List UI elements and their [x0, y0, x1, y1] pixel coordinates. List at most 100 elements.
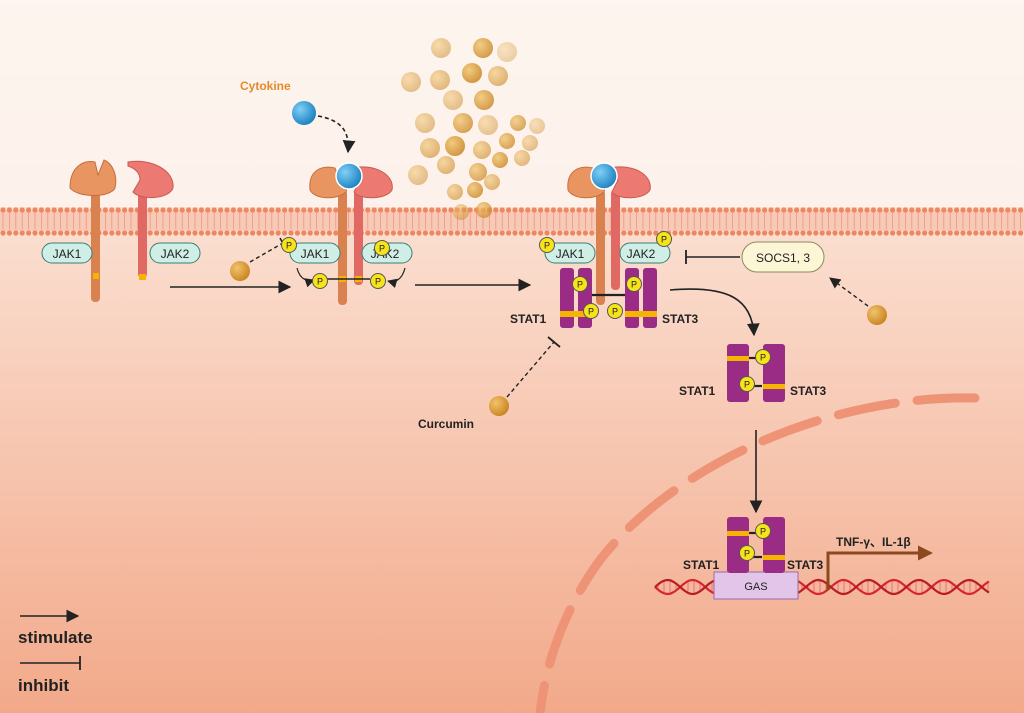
curcumin-particle-cloud-11 — [478, 115, 498, 135]
svg-text:P: P — [317, 277, 323, 287]
extracellular-space — [0, 0, 1024, 207]
jak1-label-2: JAK1 — [301, 247, 330, 261]
curcumin-socs-arrow — [829, 277, 869, 307]
svg-text:P: P — [744, 549, 750, 559]
phosphate-marker-13: P — [739, 545, 755, 561]
phosphate-marker-0: P — [281, 237, 297, 253]
curcumin-particle-3 — [867, 305, 887, 325]
jak1-box-1 — [41, 242, 93, 264]
jak2-label-3: JAK2 — [627, 247, 656, 261]
stat1-label-3: STAT1 — [683, 558, 720, 572]
curcumin-particle-cloud-23 — [514, 150, 530, 166]
receptor-pair-bound: JAK1 JAK2 — [289, 162, 413, 305]
phosphate-marker-8: P — [626, 276, 642, 292]
jak2-label-1: JAK2 — [161, 247, 190, 261]
socs-box — [741, 241, 825, 273]
curcumin-particle-cloud-1 — [473, 38, 493, 58]
receptor-pair-unbound: JAK1 JAK2 — [41, 159, 201, 302]
legend: stimulate inhibit — [18, 609, 93, 695]
cytokine-label: Cytokine — [240, 79, 291, 93]
curcumin-particle-cloud-9 — [415, 113, 435, 133]
cytokine-molecule — [292, 101, 316, 125]
transcription-arrow — [826, 545, 933, 590]
svg-text:P: P — [631, 280, 637, 290]
svg-text:P: P — [661, 235, 667, 245]
svg-text:P: P — [744, 380, 750, 390]
inhibit-dashed-1 — [249, 242, 284, 263]
curcumin-particle-cloud-13 — [529, 118, 545, 134]
jak2-box-3 — [619, 242, 671, 264]
curcumin-particle-cloud-7 — [443, 90, 463, 110]
legend-inhibit-label: inhibit — [18, 676, 69, 695]
curcumin-particle-cloud-2 — [497, 42, 517, 62]
curcumin-particle-cloud-24 — [447, 184, 463, 200]
curcumin-particle-cloud-18 — [522, 135, 538, 151]
curcumin-particle-cloud-28 — [476, 202, 492, 218]
curcumin-particle-cloud-14 — [420, 138, 440, 158]
stat1-label-2: STAT1 — [679, 384, 716, 398]
curcumin-particle-cloud-21 — [469, 163, 487, 181]
svg-text:P: P — [286, 241, 292, 251]
curcumin-particle-cloud-20 — [437, 156, 455, 174]
phosphate-marker-1: P — [374, 240, 390, 256]
stimulate-arrow-3 — [669, 288, 760, 337]
gas-label: GAS — [744, 581, 767, 593]
jak1-label-1: JAK1 — [53, 247, 82, 261]
stat3-label-3: STAT3 — [787, 558, 824, 572]
phosphate-marker-9: P — [607, 303, 623, 319]
curcumin-particle-cloud-19 — [408, 165, 428, 185]
nuclear-envelope — [535, 393, 980, 713]
curcumin-particle-cloud-10 — [453, 113, 473, 133]
curcumin-particle-cloud-3 — [401, 72, 421, 92]
phosphate-marker-5: P — [656, 231, 672, 247]
target-genes-label: TNF-γ、IL-1β — [836, 535, 911, 549]
inhibit-dashed-2 — [506, 341, 555, 398]
svg-text:P: P — [577, 280, 583, 290]
curcumin-particle-cloud-5 — [462, 63, 482, 83]
phosphate-marker-3: P — [370, 273, 386, 289]
jak1-box-2 — [289, 242, 341, 264]
svg-text:P: P — [544, 241, 550, 251]
curcumin-particle-cloud-26 — [484, 174, 500, 190]
curcumin-particle-cloud-17 — [499, 133, 515, 149]
curcumin-particle-cloud-0 — [431, 38, 451, 58]
dna-strand — [654, 578, 990, 596]
phosphate-marker-10: P — [755, 349, 771, 365]
curcumin-particle-cloud-25 — [467, 182, 483, 198]
phosphate-marker-4: P — [539, 237, 555, 253]
jak1-box-3 — [544, 242, 596, 264]
socs-label: SOCS1, 3 — [756, 251, 810, 265]
curcumin-particle-cloud-12 — [510, 115, 526, 131]
svg-text:P: P — [375, 277, 381, 287]
curcumin-particle-1 — [230, 261, 250, 281]
svg-text:P: P — [760, 353, 766, 363]
phosphate-marker-7: P — [583, 303, 599, 319]
svg-text:P: P — [760, 527, 766, 537]
inhibit-bar-2 — [547, 336, 561, 348]
legend-stimulate-label: stimulate — [18, 628, 93, 647]
phosphate-markers: P P P P P P P P P P P P P P — [281, 231, 771, 561]
phosphate-marker-12: P — [755, 523, 771, 539]
jak1-label-3: JAK1 — [556, 247, 585, 261]
curcumin-label: Curcumin — [418, 417, 474, 431]
stat3-label-2: STAT3 — [790, 384, 827, 398]
curcumin-particle-cloud-22 — [492, 152, 508, 168]
curcumin-particle-cloud-8 — [474, 90, 494, 110]
stat1-label-1: STAT1 — [510, 312, 547, 326]
curcumin-particle-cloud-16 — [473, 141, 491, 159]
svg-text:P: P — [588, 307, 594, 317]
phosphate-marker-11: P — [739, 376, 755, 392]
gas-box — [713, 571, 799, 600]
stat3-label-1: STAT3 — [662, 312, 699, 326]
curcumin-particle-2 — [489, 396, 509, 416]
curcumin-particle-cloud-4 — [430, 70, 450, 90]
curcumin-particle-cloud-6 — [488, 66, 508, 86]
svg-text:P: P — [379, 244, 385, 254]
jak2-box-1 — [149, 242, 201, 264]
svg-text:P: P — [612, 307, 618, 317]
phosphate-marker-2: P — [312, 273, 328, 289]
curcumin-particle-cloud — [401, 38, 545, 220]
curcumin-particle-cloud-15 — [445, 136, 465, 156]
